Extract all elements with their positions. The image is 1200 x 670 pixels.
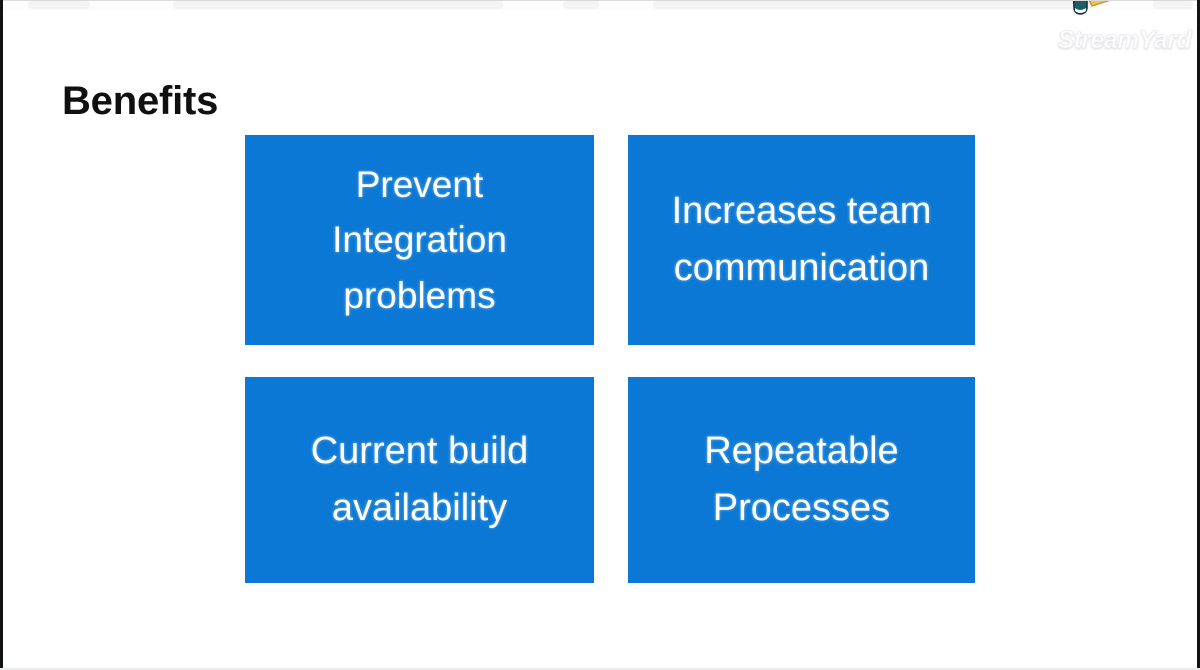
benefits-card-grid: Prevent Integration problems Increases t… (245, 135, 975, 583)
browser-chrome-ghost (3, 0, 1197, 11)
benefit-card-current-build-availability: Current build availability (245, 377, 594, 583)
benefit-card-increases-team-communication: Increases team communication (628, 135, 975, 345)
benefit-card-repeatable-processes: Repeatable Processes (628, 377, 975, 583)
benefit-card-label: Prevent Integration problems (332, 164, 507, 316)
benefit-card-prevent-integration-problems: Prevent Integration problems (245, 135, 594, 345)
benefit-card-label: Increases team communication (671, 190, 932, 289)
benefit-card-label: Current build availability (310, 430, 529, 529)
page-title: Benefits (62, 78, 219, 123)
benefit-card-label: Repeatable Processes (704, 430, 899, 529)
presentation-slide: Benefits Prevent Integration problems In… (3, 11, 1197, 668)
